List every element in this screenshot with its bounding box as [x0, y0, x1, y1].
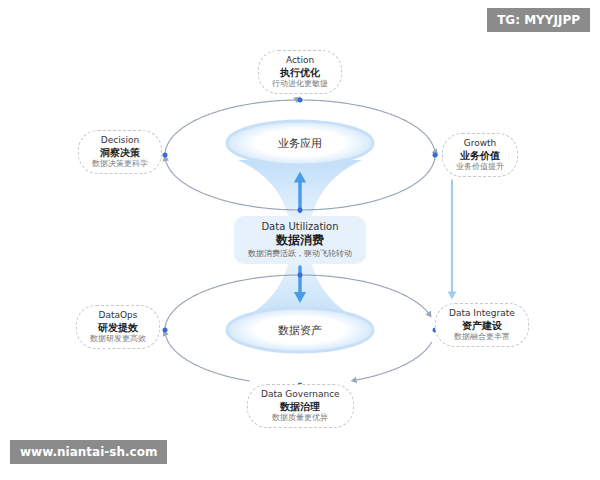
connector-line: [298, 180, 302, 211]
connector-line: [355, 342, 432, 380]
stage-box: Decision洞察决策数据决策更科学: [78, 130, 162, 174]
ring-dot: [163, 153, 168, 158]
watermark: TG: MYYJJPP: [487, 8, 590, 32]
flow-connector: [294, 171, 306, 211]
arrowhead: [448, 292, 457, 300]
node-title: 业务应用: [278, 136, 322, 151]
node-heading: 资产建设: [449, 319, 515, 332]
stage-box: Data Integrate资产建设数据融合更丰富: [435, 303, 529, 347]
node-note: 数据融合更丰富: [449, 332, 515, 342]
stage-box: Data Governance数据治理数据质量更优异: [247, 384, 354, 428]
ring-dot: [298, 273, 303, 278]
arrowhead: [425, 311, 431, 318]
node-heading: 洞察决策: [92, 146, 148, 159]
node-heading: 业务价值: [456, 149, 504, 162]
node-title: Decision: [92, 135, 148, 146]
connector-line: [298, 267, 302, 294]
ring-dot: [433, 153, 438, 158]
node-note: 数据决策更科学: [92, 159, 148, 169]
node-title: Action: [272, 55, 328, 66]
ring-dot: [163, 328, 168, 333]
core-ellipse: 业务应用: [225, 119, 375, 167]
flow-connector: [294, 267, 306, 303]
node-heading: 执行优化: [272, 66, 328, 79]
node-title: Data Utilization: [248, 221, 352, 233]
stage-box: Growth业务价值业务价值提升: [442, 133, 518, 177]
hub-box: Data Utilization数据消费数据消费活跃，驱动飞轮转动: [234, 216, 366, 264]
node-note: 数据消费活跃，驱动飞轮转动: [248, 248, 352, 259]
node-note: 数据研发更高效: [90, 334, 146, 344]
connector-line: [451, 180, 453, 293]
node-note: 业务价值提升: [456, 162, 504, 172]
ring-dot: [298, 208, 303, 213]
flow-connector: [448, 180, 457, 299]
arrowhead: [351, 377, 358, 384]
stage-box: DataOps研发提效数据研发更高效: [76, 305, 160, 349]
arrowhead: [294, 171, 306, 182]
node-title: Data Integrate: [449, 308, 515, 319]
node-note: 行动进化更敏捷: [272, 79, 328, 89]
watermark: www.niantai-sh.com: [10, 440, 167, 464]
arrowhead: [294, 292, 306, 303]
node-title: Data Governance: [261, 389, 340, 400]
node-note: 数据质量更优异: [261, 413, 340, 423]
ring-dot: [298, 98, 303, 103]
node-heading: 研发提效: [90, 321, 146, 334]
node-title: 数据资产: [278, 323, 322, 338]
node-heading: 数据消费: [248, 233, 352, 248]
core-ellipse: 数据资产: [225, 306, 375, 354]
flow-connector: [351, 342, 432, 383]
node-heading: 数据治理: [261, 400, 340, 413]
node-title: DataOps: [90, 310, 146, 321]
stage-box: Action执行优化行动进化更敏捷: [258, 50, 342, 94]
node-title: Growth: [456, 138, 504, 149]
